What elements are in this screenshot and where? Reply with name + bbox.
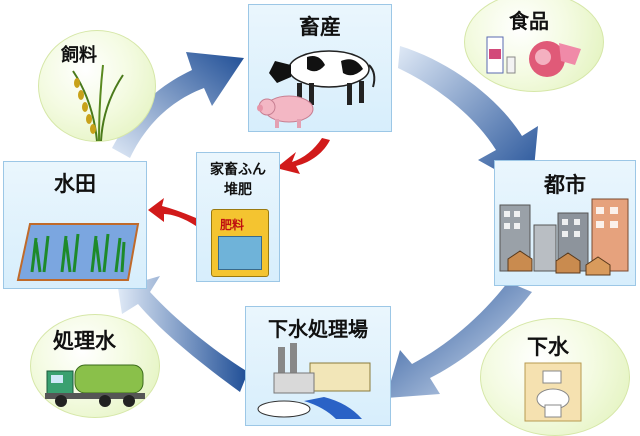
node-feed: 飼料 <box>38 30 156 142</box>
city-buildings-icon <box>499 198 629 276</box>
pig-icon <box>257 95 314 128</box>
node-food-label: 食品 <box>509 9 549 33</box>
cycle-arrows <box>112 46 538 398</box>
node-livestock-label: 畜産 <box>299 15 341 39</box>
node-paddy-label: 水田 <box>54 172 96 196</box>
rice-paddy-icon <box>16 223 140 281</box>
node-treatment-plant: 下水処理場 <box>245 306 391 426</box>
node-city: 都市 <box>494 160 636 286</box>
node-treated-water-label: 処理水 <box>53 329 116 353</box>
node-livestock: 畜産 <box>248 4 392 132</box>
fertilizer-bag-window <box>218 236 262 270</box>
node-feed-label: 飼料 <box>61 45 97 66</box>
arrow-livestock-to-manure <box>276 138 330 174</box>
arrow-plant-to-paddy <box>118 276 248 392</box>
node-food: 食品 <box>464 0 604 92</box>
treatment-plant-icon <box>257 343 371 419</box>
rice-plant-icon <box>72 64 124 142</box>
node-treated-water: 処理水 <box>30 314 160 418</box>
toilet-icon <box>524 362 582 422</box>
fertilizer-bag-label: 肥料 <box>220 218 245 232</box>
node-manure-compost: 家畜ふん 堆肥 肥料 <box>196 152 280 282</box>
tank-truck-icon <box>45 364 145 407</box>
cow-icon <box>269 50 376 105</box>
node-paddy: 水田 <box>3 161 147 289</box>
node-sewage: 下水 <box>480 318 630 436</box>
node-city-label: 都市 <box>544 173 586 197</box>
node-sewage-label: 下水 <box>527 335 569 359</box>
arrow-manure-to-paddy <box>148 198 196 226</box>
arrow-paddy-to-livestock <box>112 52 244 158</box>
node-manure-label-line1: 家畜ふん <box>210 162 266 178</box>
node-manure-label-line2: 堆肥 <box>224 182 252 198</box>
node-treatment-plant-label: 下水処理場 <box>268 317 368 341</box>
fertilizer-bag-icon: 肥料 <box>211 209 269 277</box>
arrow-livestock-to-city <box>398 46 538 190</box>
food-icon <box>486 36 581 77</box>
arrow-sewage-to-plant <box>386 282 532 398</box>
